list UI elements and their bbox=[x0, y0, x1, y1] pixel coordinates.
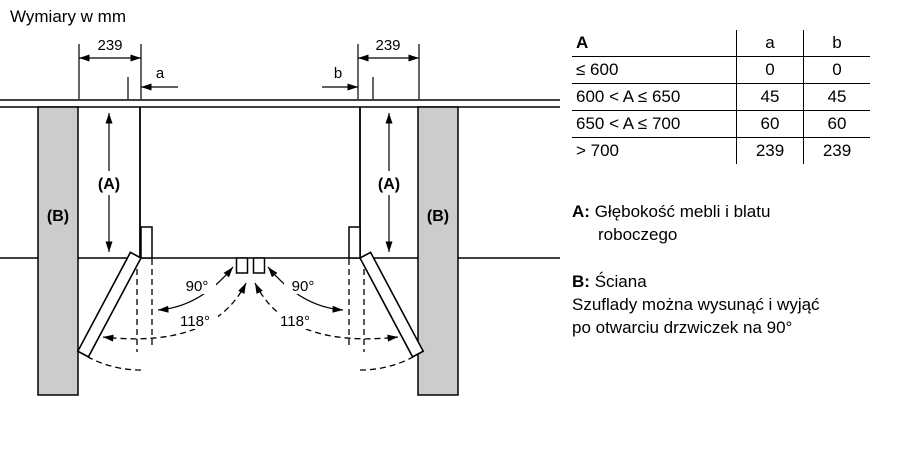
table-header-b: b bbox=[803, 30, 870, 57]
angle-arc-118-right bbox=[254, 282, 399, 342]
table-cell: 60 bbox=[736, 110, 804, 138]
legend-notes: A: Głębokość mebli i blatu roboczego B: … bbox=[572, 200, 894, 339]
wall-right-label: (B) bbox=[427, 208, 449, 225]
dimension-239-left-label: 239 bbox=[97, 37, 122, 54]
table-row: ≤ 600 0 0 bbox=[572, 56, 870, 84]
dimensions-table: A a b ≤ 600 0 0 600 < A ≤ 650 45 45 650 … bbox=[572, 30, 870, 164]
depth-dimension-left: (A) bbox=[91, 113, 127, 252]
table-cell: 650 < A ≤ 700 bbox=[572, 110, 737, 138]
dimension-239-left: 239 bbox=[78, 37, 142, 99]
table-cell: 0 bbox=[736, 56, 804, 84]
table-cell: > 700 bbox=[576, 141, 620, 160]
dimension-a-label: a bbox=[156, 65, 165, 82]
note-drawers-line1: Szuflady można wysunąć i wyjąć bbox=[572, 295, 820, 314]
page-title: Wymiary w mm bbox=[10, 7, 126, 26]
note-A-text: Głębokość mebli i blatu bbox=[594, 202, 771, 221]
table-row: 600 < A ≤ 650 45 45 bbox=[572, 83, 870, 111]
note-B: B: Ściana Szuflady można wysunąć i wyjąć… bbox=[572, 270, 894, 339]
table-header-A: A bbox=[572, 30, 737, 57]
note-A-text-line2: roboczego bbox=[598, 225, 678, 244]
note-drawers-line2: po otwarciu drzwiczek na 90° bbox=[572, 318, 793, 337]
door-recess-right bbox=[348, 226, 361, 259]
table-cell: 0 bbox=[803, 56, 870, 84]
note-A-key: A: bbox=[572, 202, 590, 221]
table-cell: 60 bbox=[803, 110, 870, 138]
svg-text:90°: 90° bbox=[186, 278, 209, 295]
dimension-b: b bbox=[322, 65, 374, 99]
table-header-row: A a b bbox=[572, 30, 870, 57]
wall-column-right: (B) bbox=[417, 106, 459, 396]
dimension-a: a bbox=[127, 65, 178, 99]
svg-text:118°: 118° bbox=[280, 313, 310, 330]
note-A: A: Głębokość mebli i blatu roboczego bbox=[572, 200, 894, 246]
angle-label-90-right: 90° bbox=[284, 277, 322, 295]
table-row: > 700 239 239 bbox=[572, 137, 870, 164]
depth-dimension-right: (A) bbox=[371, 113, 407, 252]
door-open-118-right bbox=[358, 251, 425, 358]
door-edge-center-left bbox=[235, 257, 249, 274]
angle-label-90-left: 90° bbox=[178, 277, 216, 295]
door-open-118-left bbox=[76, 251, 143, 358]
depth-left-label: (A) bbox=[98, 176, 120, 193]
dimension-b-label: b bbox=[334, 65, 342, 82]
table-cell: ≤ 600 bbox=[572, 56, 737, 84]
svg-text:90°: 90° bbox=[292, 278, 315, 295]
wall-left-label: (B) bbox=[47, 208, 69, 225]
angle-label-118-left: 118° bbox=[172, 312, 218, 330]
note-B-text: Ściana bbox=[594, 272, 647, 291]
door-recess-left bbox=[140, 226, 153, 259]
table-cell: 45 bbox=[736, 83, 804, 111]
dimension-239-right: 239 bbox=[357, 37, 420, 99]
table-cell: 45 bbox=[803, 83, 870, 111]
angle-arc-118-left bbox=[102, 282, 247, 342]
info-panel: A a b ≤ 600 0 0 600 < A ≤ 650 45 45 650 … bbox=[572, 30, 894, 339]
note-B-key: B: bbox=[572, 272, 590, 291]
installation-diagram: 239 239 a b (B) (B) bbox=[0, 37, 560, 396]
counter-top-lines bbox=[0, 99, 560, 259]
door-edge-center-right bbox=[252, 257, 266, 274]
table-row: 650 < A ≤ 700 60 60 bbox=[572, 110, 870, 138]
angle-label-118-right: 118° bbox=[272, 312, 318, 330]
dimension-239-right-label: 239 bbox=[375, 37, 400, 54]
svg-text:118°: 118° bbox=[180, 313, 210, 330]
table-cell: 239 bbox=[803, 137, 870, 164]
table-header-a: a bbox=[736, 30, 804, 57]
niche-side-walls bbox=[139, 107, 361, 258]
table-cell: 239 bbox=[736, 137, 804, 164]
depth-right-label: (A) bbox=[378, 176, 400, 193]
table-cell: 600 < A ≤ 650 bbox=[572, 83, 737, 111]
wall-column-left: (B) bbox=[37, 106, 79, 396]
